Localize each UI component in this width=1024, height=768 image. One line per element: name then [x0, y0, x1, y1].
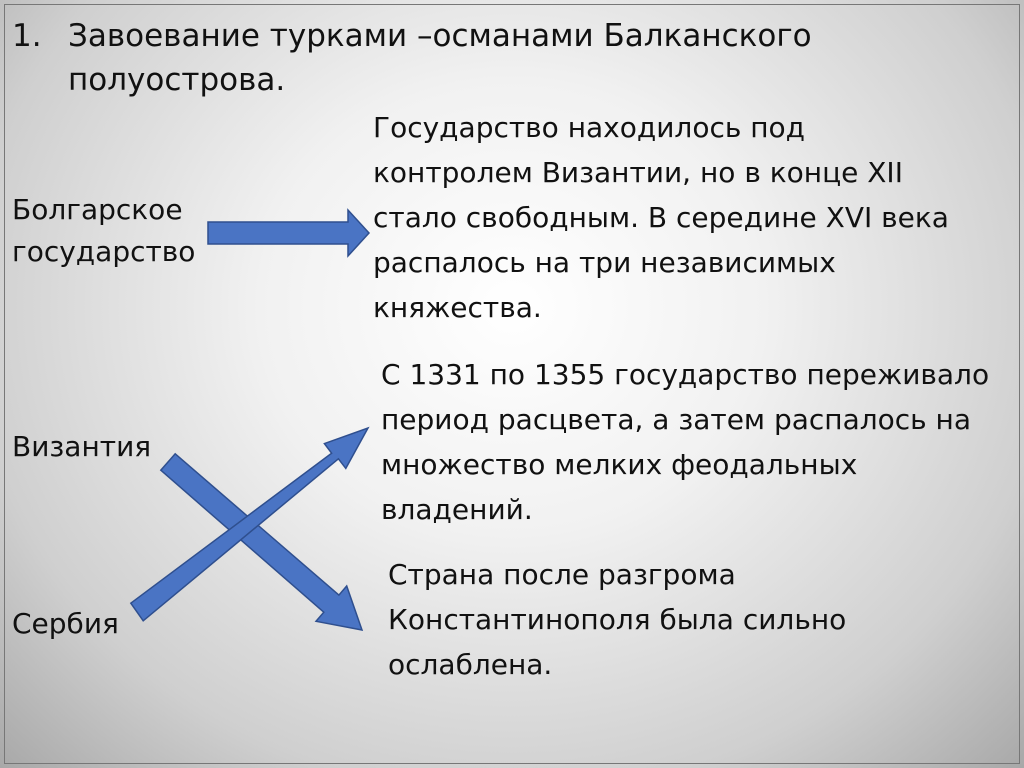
desc-bulgaria: Государство находилось под контролем Виз…: [373, 111, 949, 324]
arrow-up-right-icon: [129, 426, 370, 622]
desc-byzantium: С 1331 по 1355 государство переживало пе…: [381, 358, 990, 526]
label-serbia: Сербия: [12, 607, 119, 640]
desc-serbia: Страна после разгрома Константинополя бы…: [388, 558, 847, 681]
slide-number: 1.: [12, 18, 42, 54]
label-bulgaria: Болгарское государство: [12, 189, 195, 273]
label-bulgaria-line2: государство: [12, 235, 196, 268]
arrow-down-right-icon: [159, 452, 364, 631]
slide-title: Завоевание турками –османами Балканского…: [68, 18, 812, 98]
label-bulgaria-line1: Болгарское: [12, 193, 183, 226]
arrow-right-icon: [207, 208, 371, 258]
label-byzantium: Византия: [12, 430, 152, 463]
